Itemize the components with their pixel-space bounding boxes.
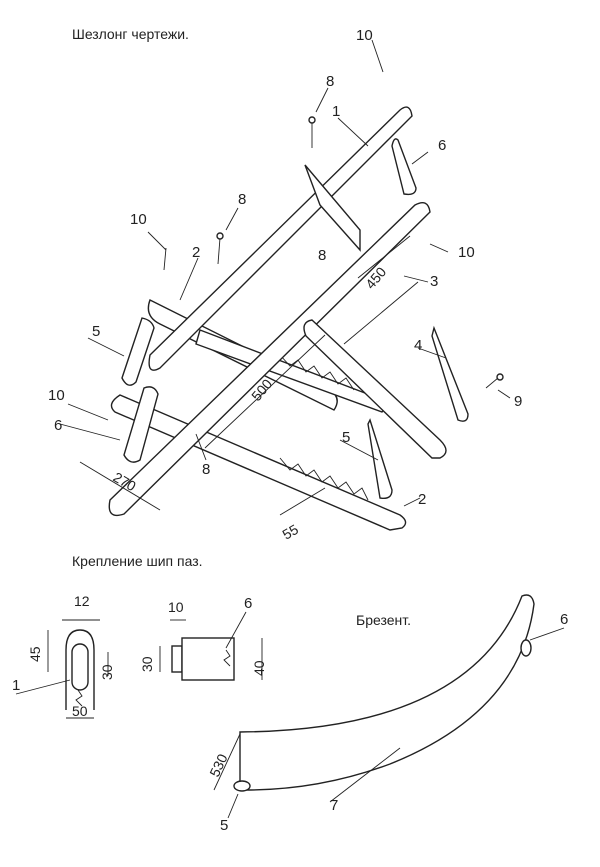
label-6-right: 6 — [438, 137, 446, 154]
label-8-middle: 8 — [318, 247, 326, 264]
label-1: 1 — [332, 103, 340, 120]
label-6-joint: 6 — [244, 595, 252, 612]
part-rail-1-upper — [148, 106, 413, 371]
screw-9 — [485, 373, 504, 389]
dim-30-tenon: 30 — [99, 664, 115, 680]
label-5-right: 5 — [342, 429, 350, 446]
part-dowel-5-right — [367, 418, 393, 500]
part-dowel-6-right — [391, 138, 417, 196]
title-joint: Крепление шип паз. — [72, 553, 203, 569]
dim-530: 530 — [206, 751, 230, 779]
dim-45: 45 — [27, 646, 43, 662]
label-8-left: 8 — [238, 191, 246, 208]
dim-40: 40 — [251, 660, 267, 676]
label-10-left: 10 — [130, 211, 147, 228]
label-10-lower-left: 10 — [48, 387, 65, 404]
part-dowel-5-left — [121, 317, 155, 386]
joint-detail — [15, 611, 263, 719]
label-7: 7 — [330, 797, 338, 814]
label-4: 4 — [414, 337, 422, 354]
dim-50: 50 — [72, 703, 88, 719]
label-3: 3 — [430, 273, 438, 290]
label-9: 9 — [514, 393, 522, 410]
part-front-leg — [303, 164, 447, 459]
label-5-left: 5 — [92, 323, 100, 340]
screw-10-left — [163, 247, 167, 271]
screw-8-left — [216, 232, 224, 265]
dim-10: 10 — [168, 599, 184, 615]
dim-12: 12 — [74, 593, 90, 609]
canvas-sling — [213, 594, 565, 819]
part-dowel-6-left — [123, 386, 159, 463]
label-2-lower: 2 — [418, 491, 426, 508]
part-dowel-4 — [431, 325, 469, 422]
label-8-top: 8 — [326, 73, 334, 90]
label-6-left: 6 — [54, 417, 62, 434]
label-10-top: 10 — [356, 27, 373, 44]
title-canvas: Брезент. — [356, 612, 411, 628]
label-2-upper: 2 — [192, 244, 200, 261]
label-6-canvas: 6 — [560, 611, 568, 628]
dim-55: 55 — [280, 521, 302, 543]
title-main: Шезлонг чертежи. — [72, 26, 189, 42]
label-5-canvas: 5 — [220, 817, 228, 834]
screw-8-top — [308, 116, 316, 148]
label-10-right: 10 — [458, 244, 475, 261]
chair-assembly — [59, 39, 511, 531]
part-rail-1-lower — [108, 202, 431, 517]
label-1-joint: 1 — [12, 677, 20, 694]
label-8-bottom: 8 — [202, 461, 210, 478]
dim-30-peg: 30 — [139, 656, 155, 672]
